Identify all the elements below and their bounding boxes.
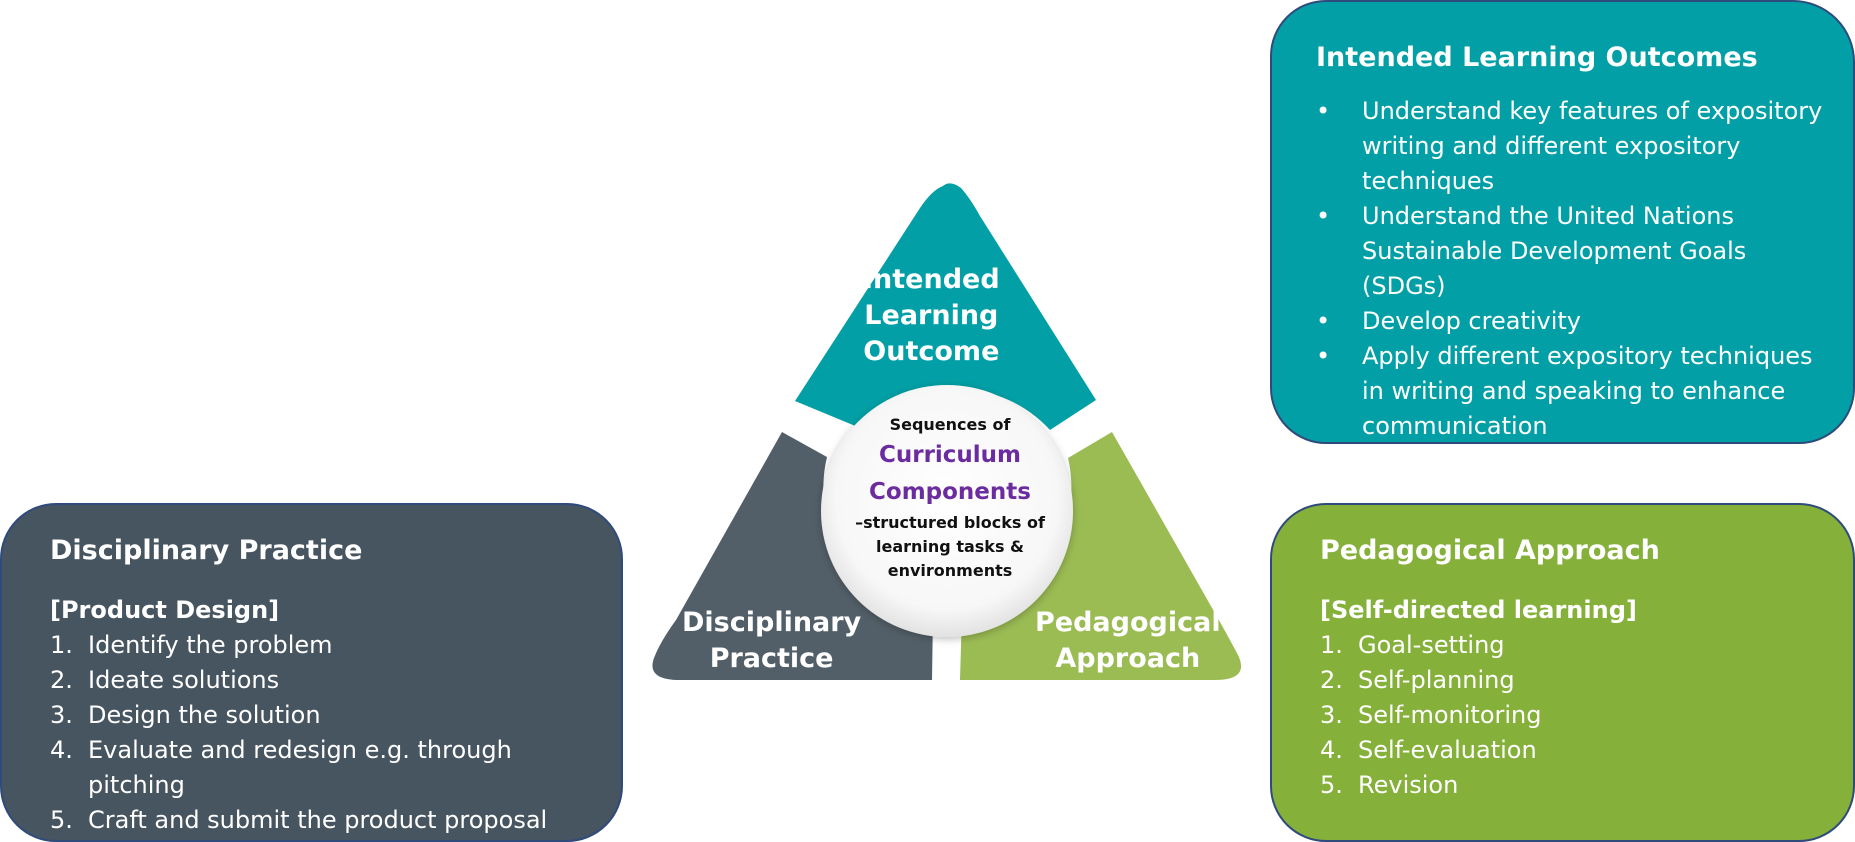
pa-panel-subtitle: [Self-directed learning]	[1320, 596, 1637, 625]
list-item: 4. Evaluate and redesign e.g. through pit…	[50, 733, 601, 803]
disciplinary-practice-panel: Disciplinary Practice [Product Design] 1…	[0, 503, 623, 842]
top-label-line: Outcome	[863, 336, 1000, 367]
center-line: learning tasks &	[876, 537, 1024, 556]
step-number: 4.	[50, 736, 73, 765]
left-triangle-segment	[652, 432, 933, 680]
step-number: 2.	[50, 666, 73, 695]
center-line: Sequences of	[889, 415, 1011, 434]
dp-panel-title: Disciplinary Practice	[50, 535, 363, 566]
list-item: 5. Craft and submit the product proposal	[50, 803, 601, 838]
list-item: 2. Self-planning	[1320, 663, 1833, 698]
step-text: Design the solution	[88, 701, 321, 730]
ilo-item-text: Develop creativity	[1362, 307, 1581, 336]
step-text: Self-planning	[1358, 666, 1515, 695]
ilo-item-text: Understand the United Nations Sustainabl…	[1362, 202, 1747, 301]
pedagogical-approach-panel: Pedagogical Approach [Self-directed lear…	[1270, 503, 1855, 842]
step-text: Ideate solutions	[88, 666, 280, 695]
ilo-item-text: Apply different expository techniques in…	[1362, 342, 1813, 441]
step-text: Identify the problem	[88, 631, 333, 660]
right-label-line: Pedagogical	[1035, 607, 1221, 638]
ilo-panel-title: Intended Learning Outcomes	[1316, 42, 1758, 73]
list-item: • Apply different expository techniques …	[1316, 339, 1823, 444]
triangle-graphic	[652, 183, 1242, 680]
list-item: 1. Identify the problem	[50, 628, 601, 663]
dp-steps-list: 1. Identify the problem 2. Ideate solution…	[50, 628, 601, 838]
center-circle	[821, 385, 1073, 637]
step-number: 1.	[1320, 631, 1343, 660]
list-item: 2. Ideate solutions	[50, 663, 601, 698]
step-text: Goal-setting	[1358, 631, 1505, 660]
list-item: • Develop creativity	[1316, 304, 1823, 339]
left-label-line: Practice	[709, 643, 834, 674]
center-circle-text: Sequences of Curriculum Components –stru…	[840, 413, 1060, 583]
right-segment-label: Pedagogical Approach	[1035, 605, 1221, 677]
list-item: 4. Self-evaluation	[1320, 733, 1833, 768]
step-text: Self-monitoring	[1358, 701, 1542, 730]
pa-panel-title: Pedagogical Approach	[1320, 535, 1660, 566]
step-text: Self-evaluation	[1358, 736, 1537, 765]
bullet-icon: •	[1316, 307, 1331, 336]
list-item: 5. Revision	[1320, 768, 1833, 803]
pa-steps-list: 1. Goal-setting 2. Self-planning 3. Self-mo…	[1320, 628, 1833, 803]
step-number: 3.	[1320, 701, 1343, 730]
top-label-line: Learning	[864, 300, 999, 331]
step-text: Revision	[1358, 771, 1459, 800]
top-segment-label: Intended Learning Outcome	[863, 262, 1000, 370]
right-label-line: Approach	[1055, 643, 1201, 674]
step-number: 3.	[50, 701, 73, 730]
step-number: 1.	[50, 631, 73, 660]
center-highlight: Components	[869, 479, 1031, 505]
step-text: Evaluate and redesign e.g. through pitch…	[88, 736, 512, 800]
left-segment-label: Disciplinary Practice	[682, 605, 861, 677]
top-triangle-segment	[795, 183, 1096, 430]
center-highlight: Curriculum	[878, 442, 1022, 468]
list-item: 1. Goal-setting	[1320, 628, 1833, 663]
intended-learning-outcomes-panel: Intended Learning Outcomes • Understand …	[1270, 0, 1855, 444]
dp-panel-subtitle: [Product Design]	[50, 596, 280, 625]
bullet-icon: •	[1316, 342, 1331, 371]
curriculum-triangle-diagram: Intended Learning Outcome Disciplinary P…	[640, 180, 1260, 690]
list-item: • Understand key features of expository …	[1316, 94, 1823, 199]
list-item: 3. Self-monitoring	[1320, 698, 1833, 733]
right-triangle-segment	[960, 432, 1242, 680]
step-number: 4.	[1320, 736, 1343, 765]
center-line: environments	[887, 561, 1013, 580]
ilo-list: • Understand key features of expository …	[1316, 94, 1823, 444]
center-line: –structured blocks of	[855, 513, 1045, 532]
step-number: 5.	[50, 806, 73, 835]
step-text: Craft and submit the product proposal	[88, 806, 548, 835]
ilo-item-text: Understand key features of expository wr…	[1362, 97, 1823, 196]
bullet-icon: •	[1316, 97, 1331, 126]
bullet-icon: •	[1316, 202, 1331, 231]
list-item: • Understand the United Nations Sustaina…	[1316, 199, 1823, 304]
top-label-line: Intended	[863, 264, 1000, 295]
step-number: 2.	[1320, 666, 1343, 695]
left-label-line: Disciplinary	[682, 607, 862, 638]
list-item: 3. Design the solution	[50, 698, 601, 733]
step-number: 5.	[1320, 771, 1343, 800]
